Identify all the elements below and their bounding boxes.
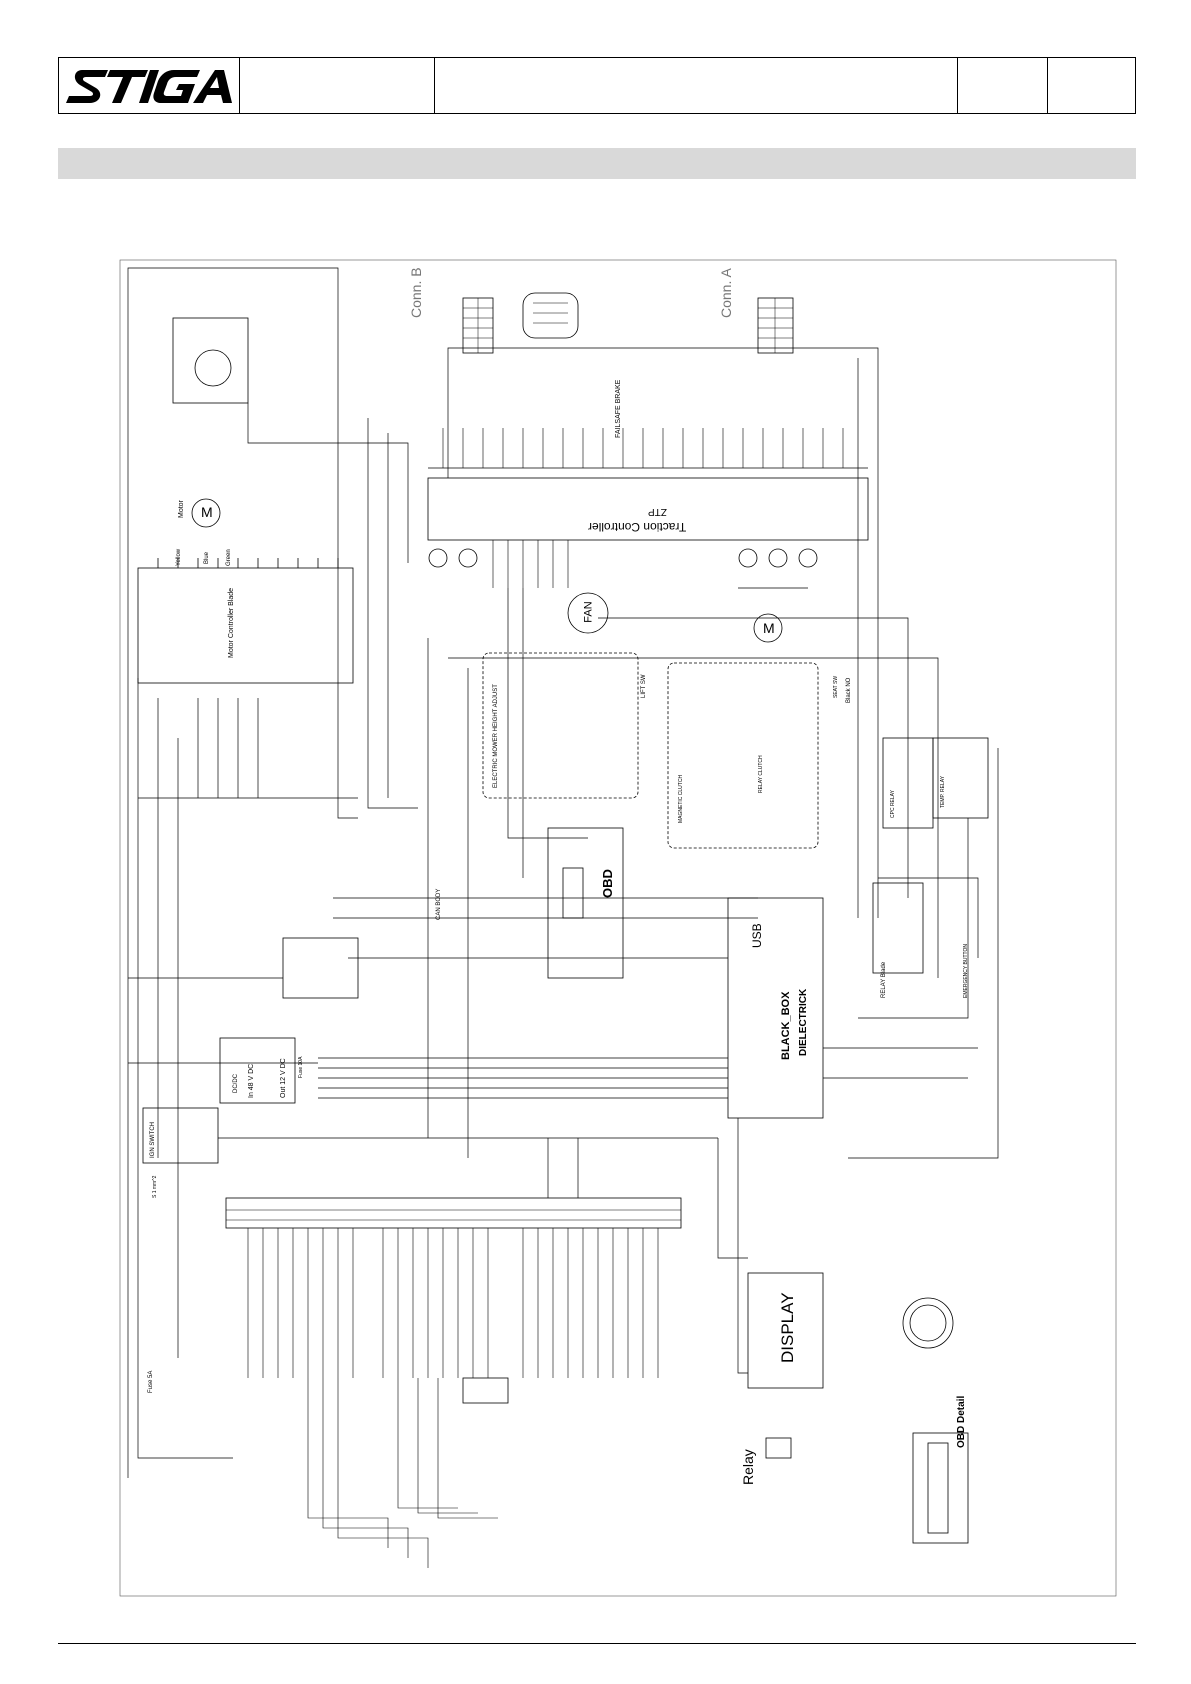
title-cell-5 xyxy=(1048,58,1135,113)
display-block xyxy=(747,1272,824,1389)
motor-controller-blade-block xyxy=(137,567,354,684)
dcdc-in-label: In 48 V DC xyxy=(248,1063,255,1098)
wiring-lines xyxy=(119,259,1117,1597)
obd-label: OBD xyxy=(600,869,615,898)
usb-label: USB xyxy=(750,923,764,948)
black-box-block xyxy=(727,897,824,1119)
magnetic-clutch-label: MAGNETIC CLUTCH xyxy=(678,774,684,823)
brand-logo-cell xyxy=(59,58,240,113)
temp-relay-label: TEMP. RELAY xyxy=(940,775,946,808)
failsafe-brake-label: FAILSAFE BRAKE xyxy=(615,379,622,438)
traction-motor-symbol: M xyxy=(763,620,775,636)
traction-controller-label: Traction Controller xyxy=(588,520,687,534)
fuse-5a-label: Fuse 5A xyxy=(148,1370,154,1393)
dielectrick-label: DIELECTRICK xyxy=(798,988,809,1056)
ign-switch-label: IGN SWITCH xyxy=(150,1122,156,1158)
fuse-10a-label: Fuse 10A xyxy=(298,1056,304,1078)
cpc-relay-label: CPC RELAY xyxy=(890,790,896,818)
relay-clutch-label: RELAY CLUTCH xyxy=(758,755,764,793)
seat-sw-label: SEAT SW xyxy=(833,675,839,698)
title-cell-3 xyxy=(435,58,958,113)
blade-motor-text: Motor xyxy=(178,500,185,518)
blade-motor-symbol: M xyxy=(201,504,213,520)
wire-color-blue: Blue xyxy=(204,551,210,564)
height-adjust-label: ELECTRIC MOWER HEIGHT ADJUST xyxy=(493,684,499,788)
footer-rule xyxy=(58,1643,1136,1644)
relay-blade-label: RELAY Blade xyxy=(881,961,887,998)
wire-color-yellow: Yellow xyxy=(176,548,182,566)
dcdc-label: DC/DC xyxy=(233,1074,239,1093)
emergency-button-label: EMERGENCY BUTTON xyxy=(963,944,969,998)
black-box-label: BLACK_BOX xyxy=(780,991,792,1060)
fan-label: FAN xyxy=(582,601,595,623)
black-no-label: Black NO xyxy=(846,677,852,703)
relay-label: Relay xyxy=(740,1449,756,1485)
traction-controller-block xyxy=(427,477,869,541)
title-cell-4 xyxy=(958,58,1048,113)
title-cell-2 xyxy=(240,58,435,113)
wire-spec-label: S 1 mm^2 xyxy=(152,1175,158,1198)
obd-detail-label: OBD Detail xyxy=(956,1395,967,1448)
section-band xyxy=(58,148,1136,179)
stiga-logo xyxy=(66,69,232,103)
conn-b-label: Conn. B xyxy=(408,267,424,318)
motor-controller-blade-label: Motor Controller Blade xyxy=(228,587,235,658)
dcdc-out-label: Out 12 V DC xyxy=(280,1058,287,1098)
wire-color-green: Green xyxy=(226,549,232,566)
can-body-label: CAN BODY xyxy=(436,888,442,920)
ztp-label: ZTP xyxy=(648,506,667,517)
title-block xyxy=(58,57,1136,114)
lift-sw-label: LIFT SW xyxy=(641,674,647,698)
conn-a-label: Conn. A xyxy=(718,268,734,318)
display-label: DISPLAY xyxy=(778,1292,797,1363)
wiring-diagram: Conn. B Conn. A Traction Controller ZTP … xyxy=(118,258,1118,1598)
